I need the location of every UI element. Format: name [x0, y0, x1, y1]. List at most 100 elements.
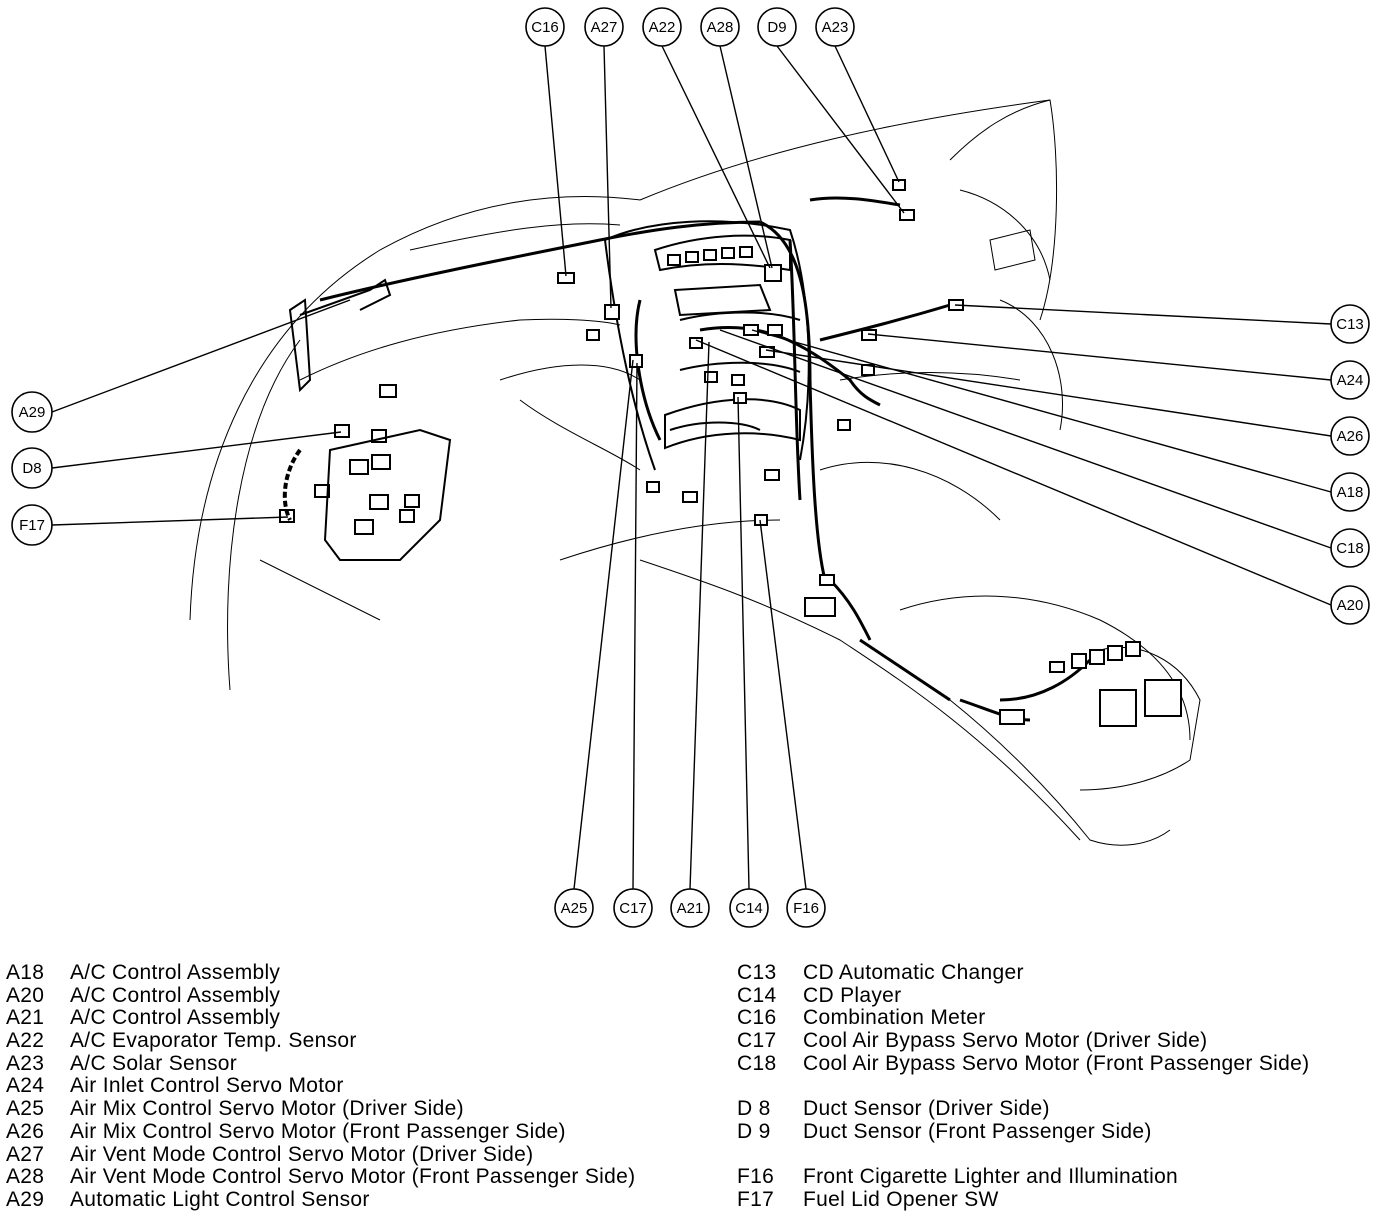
legend-desc: Air Mix Control Servo Motor (Front Passe…	[70, 1119, 566, 1143]
legend-desc: Cool Air Bypass Servo Motor (Driver Side…	[803, 1029, 1208, 1053]
callout-f16: F16	[786, 888, 826, 928]
svg-text:A28: A28	[707, 19, 734, 36]
callout-a21: A21	[670, 888, 710, 928]
legend-code: A26	[6, 1119, 45, 1143]
legend-row: A21 A/C Control Assembly	[6, 1007, 635, 1030]
callout-a25: A25	[554, 888, 594, 928]
legend-code: A24	[6, 1074, 45, 1098]
svg-text:D8: D8	[22, 460, 41, 477]
legend-code: C16	[737, 1006, 777, 1030]
legend-spacer	[737, 1144, 1309, 1167]
harness	[319, 196, 1092, 722]
legend-desc: A/C Solar Sensor	[70, 1051, 238, 1075]
callout-c13: C13	[1330, 304, 1370, 344]
legend-desc: Air Inlet Control Servo Motor	[70, 1074, 344, 1098]
legend-row: D 9 Duct Sensor (Front Passenger Side)	[737, 1119, 1309, 1144]
legend-row: F17 Fuel Lid Opener SW	[737, 1187, 1309, 1212]
svg-text:A18: A18	[1337, 484, 1364, 501]
legend-desc: Cool Air Bypass Servo Motor (Front Passe…	[803, 1051, 1310, 1075]
legend-code: A25	[6, 1097, 45, 1121]
legend-code: A18	[6, 961, 45, 984]
legend-row: A18 A/C Control Assembly	[6, 961, 635, 985]
legend-code: F17	[737, 1187, 775, 1211]
legend-row: A25 Air Mix Control Servo Motor (Driver S…	[6, 1097, 635, 1121]
legend-row: A28 Air Vent Mode Control Servo Motor (Fr…	[6, 1165, 636, 1189]
callout-d9: D9	[757, 7, 797, 47]
callout-a29: A29	[11, 391, 53, 433]
legend-desc: CD Player	[803, 983, 902, 1007]
callout-d8: D8	[11, 447, 53, 489]
connectors	[557, 179, 1182, 727]
legend-spacer	[737, 1075, 1309, 1098]
svg-text:C14: C14	[735, 900, 763, 917]
callout-c16: C16	[525, 7, 565, 47]
callout-c14: C14	[729, 888, 769, 928]
callout-c18: C18	[1330, 528, 1370, 568]
callout-a18: A18	[1330, 472, 1370, 512]
svg-text:D9: D9	[767, 19, 786, 36]
svg-text:C16: C16	[531, 19, 559, 36]
callout-a24: A24	[1330, 360, 1370, 400]
legend-code: D 9	[737, 1119, 771, 1143]
legend-row: C13 CD Automatic Changer	[737, 961, 1309, 985]
wiring-diagram: C16 A27 A22 A28 D9 A23 C13 A24 A26 A18 C…	[11, 7, 1370, 928]
legend-row: C16 Combination Meter	[737, 1007, 1309, 1030]
legend-row: A24 Air Inlet Control Servo Motor	[6, 1075, 635, 1098]
legend-code: A28	[6, 1165, 45, 1189]
legend-row: D 8 Duct Sensor (Driver Side)	[737, 1097, 1309, 1121]
legend-desc: CD Automatic Changer	[803, 961, 1024, 984]
svg-text:F17: F17	[19, 517, 45, 534]
legend-desc: Air Vent Mode Control Servo Motor (Front…	[70, 1165, 636, 1189]
legend-code: F16	[737, 1165, 775, 1189]
left-assembly	[279, 278, 452, 561]
svg-text:A27: A27	[591, 19, 618, 36]
callout-a22: A22	[642, 7, 682, 47]
svg-text:A26: A26	[1337, 428, 1364, 445]
svg-text:A20: A20	[1337, 597, 1364, 614]
legend-desc: Air Vent Mode Control Servo Motor (Drive…	[70, 1142, 534, 1166]
legend-row: A23 A/C Solar Sensor	[6, 1051, 635, 1076]
center-console	[604, 220, 810, 471]
svg-text:C13: C13	[1336, 316, 1364, 333]
svg-text:C18: C18	[1336, 540, 1364, 557]
callout-a20: A20	[1330, 585, 1370, 625]
svg-text:C17: C17	[619, 900, 647, 917]
svg-text:A22: A22	[649, 19, 676, 36]
legend-row: A29 Automatic Light Control Sensor	[6, 1187, 635, 1212]
svg-text:A23: A23	[822, 19, 849, 36]
callout-a28: A28	[700, 7, 740, 47]
callout-f17: F17	[11, 504, 53, 546]
legend-desc: Duct Sensor (Front Passenger Side)	[803, 1119, 1152, 1143]
callout-c17: C17	[613, 888, 653, 928]
legend-code: A23	[6, 1051, 45, 1075]
callout-a23: A23	[815, 7, 855, 47]
legend-code: C14	[737, 983, 777, 1007]
legend-desc: Front Cigarette Lighter and Illumination	[803, 1165, 1179, 1189]
legend-desc: A/C Control Assembly	[70, 983, 281, 1007]
legend-code: C17	[737, 1029, 777, 1053]
legend-code: A21	[6, 1006, 45, 1030]
legend-desc: Air Mix Control Servo Motor (Driver Side…	[70, 1097, 464, 1121]
legend-code: D 8	[737, 1097, 771, 1121]
legend-code: A22	[6, 1029, 45, 1053]
legend-code: C13	[737, 961, 777, 984]
legend-row: C17 Cool Air Bypass Servo Motor (Driver S…	[737, 1029, 1309, 1053]
legend-desc: A/C Control Assembly	[70, 961, 281, 984]
legend-desc: A/C Control Assembly	[70, 1006, 281, 1030]
legend-desc: Combination Meter	[803, 1006, 986, 1030]
legend-desc: Automatic Light Control Sensor	[70, 1187, 370, 1211]
svg-text:A29: A29	[19, 404, 46, 421]
legend-row: F16 Front Cigarette Lighter and Illuminat…	[737, 1165, 1309, 1189]
legend-desc: Fuel Lid Opener SW	[803, 1187, 999, 1211]
legend-row: A20 A/C Control Assembly	[6, 983, 635, 1008]
legend-desc: Duct Sensor (Driver Side)	[803, 1097, 1050, 1121]
callout-a27: A27	[584, 7, 624, 47]
legend-code: A20	[6, 983, 45, 1007]
legend-code: A29	[6, 1187, 45, 1211]
callout-a26: A26	[1330, 416, 1370, 456]
svg-text:F16: F16	[793, 900, 819, 917]
